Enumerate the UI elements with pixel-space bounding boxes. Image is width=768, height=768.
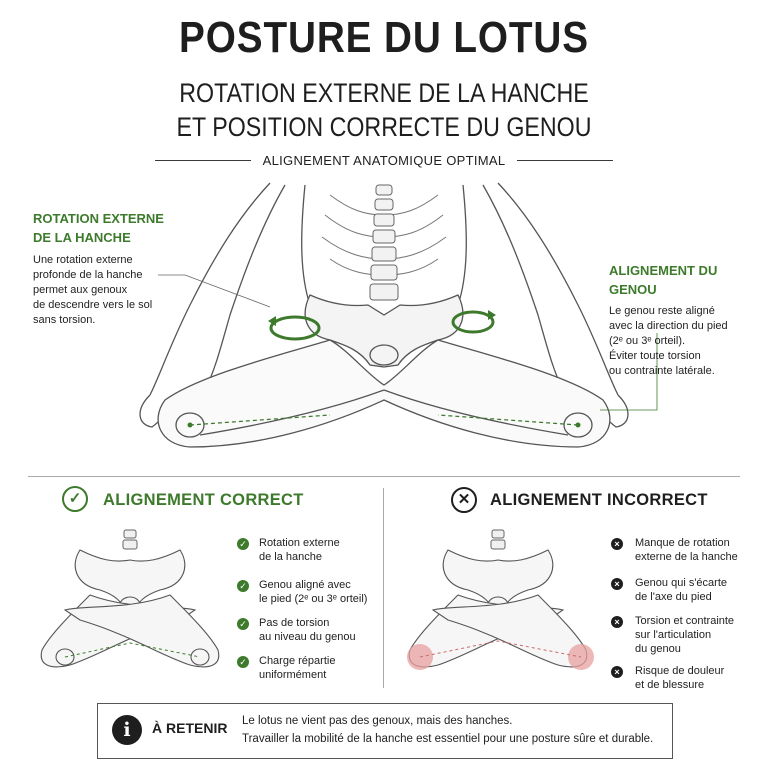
list-item-text: Manque de rotation xyxy=(635,537,730,549)
list-item: ✓ Pas de torsion au niveau du genou xyxy=(237,616,377,654)
list-item-text: du genou xyxy=(635,643,681,655)
list-item-text: uniformément xyxy=(259,669,327,681)
knee-callout-text: avec la direction du pied xyxy=(609,320,728,332)
subtitle-line-1: ROTATION EXTERNE DE LA HANCHE xyxy=(179,78,589,108)
check-icon: ✓ xyxy=(237,618,249,630)
knee-callout-text: (2ᵉ ou 3ᵉ orteil). xyxy=(609,335,686,347)
hip-callout-heading-1: ROTATION EXTERNE xyxy=(33,211,164,226)
left-arm-outline xyxy=(149,182,271,396)
list-item-text: Genou aligné avec xyxy=(259,579,351,591)
hip-callout-text: Une rotation externe xyxy=(33,254,133,266)
list-item-text: et de blessure xyxy=(635,679,705,691)
correct-panel-heading: ALIGNEMENT CORRECT xyxy=(103,491,304,509)
knee-alignment-lines xyxy=(189,414,579,426)
list-item: × Manque de rotation externe de la hanch… xyxy=(611,536,761,576)
takeaway-label: À RETENIR xyxy=(152,720,228,736)
takeaway-line-1: Le lotus ne vient pas des genoux, mais d… xyxy=(242,715,513,727)
list-item-text: Pas de torsion xyxy=(259,617,330,629)
hip-callout-text: sans torsion. xyxy=(33,314,96,326)
panel-divider xyxy=(383,488,384,688)
lotus-main-illustration xyxy=(139,182,658,448)
right-arrowhead-icon xyxy=(488,310,496,320)
x-icon: × xyxy=(611,538,623,550)
hip-callout-text: de descendre vers le sol xyxy=(33,299,153,311)
hip-callout-text: profonde de la hanche xyxy=(33,269,143,281)
correct-knee-axis xyxy=(64,642,201,658)
correct-lotus-illustration xyxy=(40,529,220,668)
left-knee-marker xyxy=(187,422,193,428)
left-callout-leader xyxy=(158,274,271,308)
list-item-text: Charge répartie xyxy=(259,655,336,667)
list-item-text: Risque de douleur xyxy=(635,665,725,677)
knee-callout-text: ou contrainte latérale. xyxy=(609,365,715,377)
key-takeaway-box: i À RETENIR Le lotus ne vient pas des ge… xyxy=(97,703,673,759)
check-icon: ✓ xyxy=(237,580,249,592)
list-item-text: externe de la hanche xyxy=(635,551,738,563)
tagline-rule-left xyxy=(155,160,251,161)
list-item: × Genou qui s'écarte de l'axe du pied xyxy=(611,576,761,614)
spine xyxy=(369,184,399,301)
list-item-text: Torsion et contrainte xyxy=(635,615,735,627)
right-callout-leader xyxy=(600,333,658,411)
check-icon: ✓ xyxy=(237,538,249,550)
list-item-text: au niveau du genou xyxy=(259,631,356,643)
knee-alignment-callout: ALIGNEMENT DU GENOU Le genou reste align… xyxy=(609,261,759,379)
knee-callout-text: Le genou reste aligné xyxy=(609,305,715,317)
check-circle-icon: ✓ xyxy=(62,486,88,512)
hip-callout-text: permet aux genoux xyxy=(33,284,128,296)
list-item: ✓ Rotation externe de la hanche xyxy=(237,536,377,578)
incorrect-list: × Manque de rotation externe de la hanch… xyxy=(611,536,761,698)
tagline: ALIGNEMENT ANATOMIQUE OPTIMAL xyxy=(262,153,506,168)
list-item-text: Genou qui s'écarte xyxy=(635,577,727,589)
left-arrowhead-icon xyxy=(268,316,276,326)
x-icon: × xyxy=(611,578,623,590)
section-divider xyxy=(28,476,740,477)
list-item: ✓ Charge répartie uniformément xyxy=(237,654,377,688)
hip-rotation-callout: ROTATION EXTERNE DE LA HANCHE Une rotati… xyxy=(33,209,173,328)
incorrect-panel-heading: ALIGNEMENT INCORRECT xyxy=(490,491,708,509)
crossed-legs xyxy=(157,339,611,448)
incorrect-knee-axis xyxy=(419,640,582,658)
hip-callout-heading-2: DE LA HANCHE xyxy=(33,230,131,245)
x-icon: × xyxy=(611,616,623,628)
tagline-block: ALIGNEMENT ANATOMIQUE OPTIMAL xyxy=(155,151,613,171)
left-rotation-arrow-icon xyxy=(269,315,321,341)
list-item: × Risque de douleur et de blessure xyxy=(611,664,761,698)
list-item-text: de l'axe du pied xyxy=(635,591,712,603)
list-item: ✓ Genou aligné avec le pied (2ᵉ ou 3ᵉ or… xyxy=(237,578,377,616)
right-knee-marker xyxy=(575,422,581,428)
subtitle-line-2: ET POSITION CORRECTE DU GENOU xyxy=(176,112,592,142)
takeaway-line-2: Travailler la mobilité de la hanche est … xyxy=(242,733,654,745)
list-item-text: le pied (2ᵉ ou 3ᵉ orteil) xyxy=(259,593,368,605)
x-icon: × xyxy=(611,666,623,678)
correct-list: ✓ Rotation externe de la hanche ✓ Genou … xyxy=(237,536,377,688)
list-item-text: sur l'articulation xyxy=(635,629,712,641)
list-item: × Torsion et contrainte sur l'articulati… xyxy=(611,614,761,664)
knee-callout-heading: ALIGNEMENT DU GENOU xyxy=(609,263,718,297)
check-icon: ✓ xyxy=(237,656,249,668)
x-circle-icon: ✕ xyxy=(451,487,477,513)
takeaway-text: Le lotus ne vient pas des genoux, mais d… xyxy=(242,712,653,748)
right-arm-outline xyxy=(497,182,619,396)
list-item-text: Rotation externe xyxy=(259,537,340,549)
knee-callout-text: Éviter toute torsion xyxy=(609,350,701,362)
list-item-text: de la hanche xyxy=(259,551,322,563)
info-icon: i xyxy=(112,715,142,745)
incorrect-lotus-illustration xyxy=(407,529,594,670)
page-title: POSTURE DU LOTUS xyxy=(179,13,589,62)
right-rotation-arrow-icon xyxy=(451,310,495,334)
tagline-rule-right xyxy=(517,160,613,161)
